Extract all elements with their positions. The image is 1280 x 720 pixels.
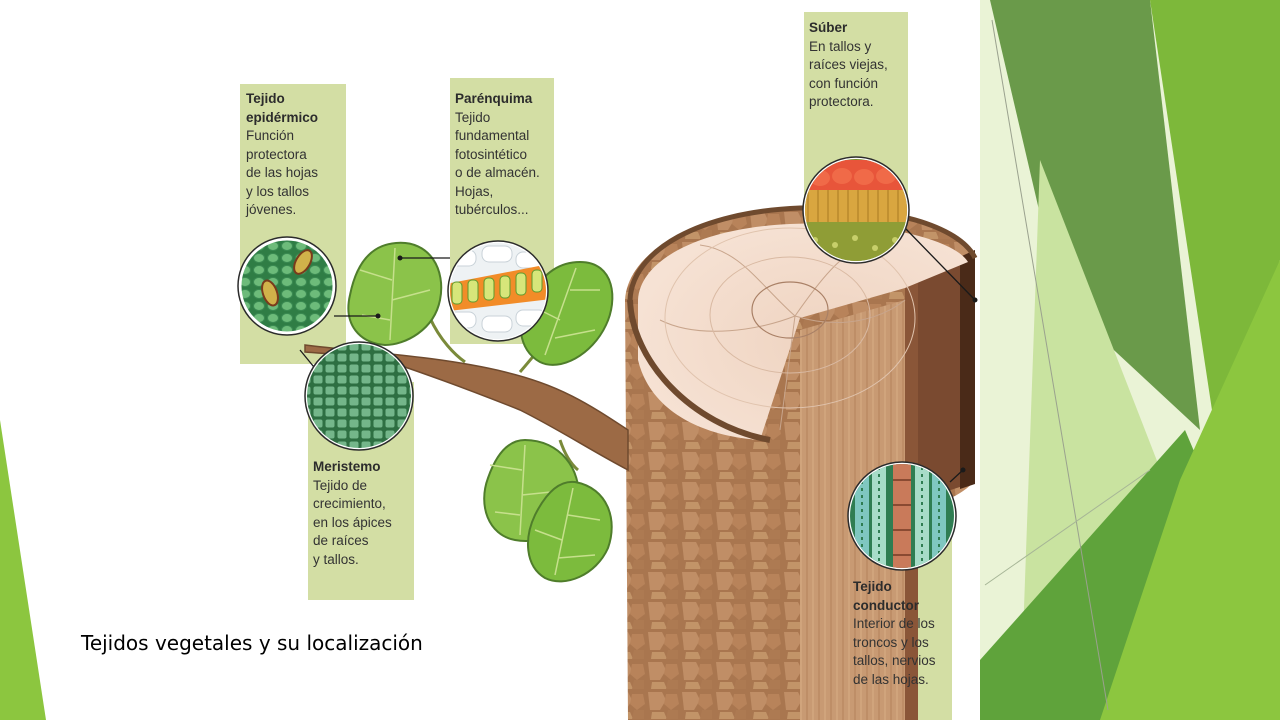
panel-title: epidérmico	[246, 109, 319, 125]
panel-line: Función	[246, 128, 295, 143]
panel-line: de raíces	[313, 533, 369, 548]
panel-suber-text: Súber En tallos y raíces viejas, con fun…	[809, 19, 888, 112]
panel-line: En tallos y	[809, 38, 872, 54]
panel-line: y tallos.	[313, 551, 359, 567]
panel-line: troncos y los	[853, 634, 929, 650]
right-green-shape-top	[1150, 0, 1280, 430]
panel-title: Tejido	[246, 91, 285, 106]
panel-title: Parénquima	[455, 91, 533, 106]
right-dark-shape	[990, 0, 1200, 430]
panel-line: Tejido de	[313, 477, 368, 493]
panel-meristemo-text: Meristemo Tejido de crecimiento, en los …	[313, 458, 392, 569]
panel-line: Tejido	[455, 109, 491, 125]
panel-title: Meristemo	[313, 459, 381, 474]
pointer-dot	[972, 297, 978, 303]
panel-line: protectora	[246, 146, 307, 162]
parenchyma-tissue-magnifier	[447, 240, 549, 342]
panel-line: y los tallos	[246, 183, 310, 199]
panel-line: protectora.	[809, 94, 874, 109]
panel-line: jóvenes.	[246, 202, 297, 217]
left-green-triangle	[0, 420, 46, 720]
epidermal-tissue-magnifier	[237, 236, 337, 336]
panel-line: de las hojas.	[853, 671, 929, 687]
panel-line: Hojas,	[455, 183, 494, 199]
meristem-tissue-magnifier	[304, 341, 414, 451]
conductive-tissue-magnifier	[847, 461, 957, 571]
panel-line: Interior de los	[853, 616, 935, 631]
pointer-dot	[397, 255, 403, 261]
panel-conductor-text: Tejido conductor Interior de los troncos…	[853, 578, 936, 689]
panel-title: Súber	[809, 20, 848, 35]
panel-line: crecimiento,	[313, 496, 386, 511]
right-thin-line	[991, 19, 1109, 711]
panel-line: tallos, nervios	[853, 653, 936, 668]
panel-line: en los ápices	[313, 514, 392, 530]
tree-trunk	[625, 205, 978, 720]
panel-line: con función	[809, 75, 879, 91]
pointer-dot	[960, 467, 966, 473]
panel-line: fundamental	[455, 128, 530, 143]
panel-title: conductor	[853, 597, 919, 613]
slide-caption: Tejidos vegetales y su localización	[81, 631, 423, 655]
panel-line: fotosintético	[455, 146, 528, 162]
right-bright-green-shape	[1100, 260, 1280, 720]
panel-line: raíces viejas,	[809, 57, 888, 72]
leaves	[347, 241, 614, 583]
panel-line: tubérculos...	[455, 202, 529, 217]
panel-title: Tejido	[853, 579, 892, 594]
panel-epidermico-text: Tejido epidérmico Función protectora de …	[246, 90, 318, 220]
panel-line: de las hojas	[246, 165, 319, 180]
pointer-dot	[375, 313, 381, 319]
right-thin-line-2	[984, 469, 1151, 586]
panel-parenquima-text: Parénquima Tejido fundamental fotosintét…	[455, 90, 540, 220]
panel-line: o de almacén.	[455, 165, 540, 180]
